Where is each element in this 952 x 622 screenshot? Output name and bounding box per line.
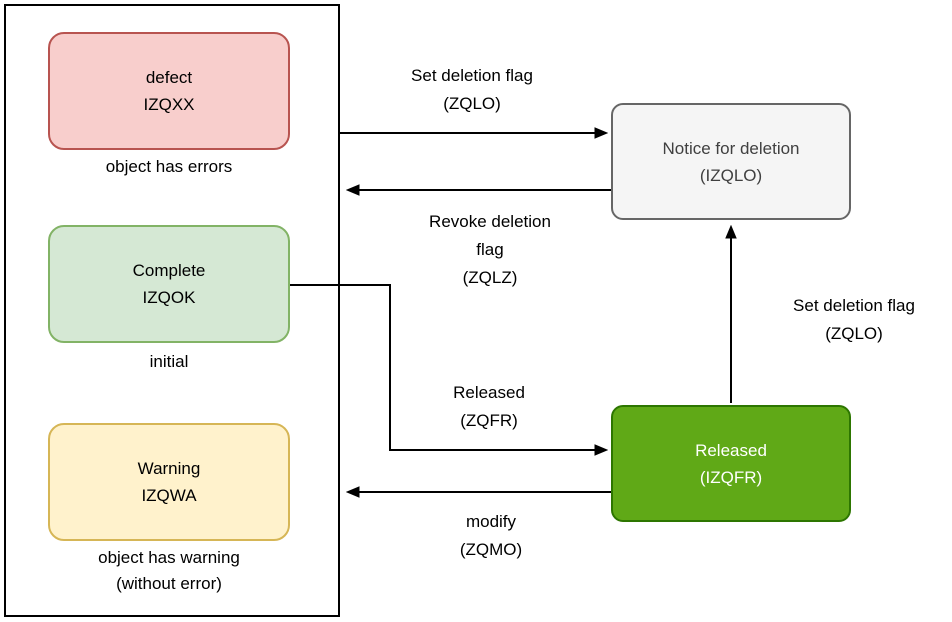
state-caption-warning-line1: object has warning [98,548,240,567]
edge-label-modify-line1: modify [465,512,517,531]
node-notice-code: (IZQLO) [699,165,763,185]
edge-label-modify-line2: (ZQMO) [459,540,523,559]
state-warning-code: IZQWA [141,486,197,505]
edge-label-set-deletion-flag-left: Set deletion flag (ZQLO) [411,62,533,118]
edge-label-revoke-line3: (ZQLZ) [462,268,518,287]
state-caption-complete-line1: initial [149,352,189,371]
edge-label-revoke-deletion-flag: Revoke deletion flag (ZQLZ) [429,208,551,292]
state-warning-title: Warning [137,459,201,478]
edge-label-set-deletion-flag-right: Set deletion flag (ZQLO) [793,292,915,348]
state-defect-title: defect [145,68,193,87]
state-complete-title: Complete [132,261,206,280]
node-released-code: (IZQFR) [699,467,763,487]
state-caption-warning: object has warning (without error) [98,545,240,597]
edge-label-revoke-line2: flag [476,240,504,259]
node-released-title: Released [695,440,767,460]
edge-label-set-deletion-flag-left-line2: (ZQLO) [443,94,501,113]
state-caption-defect-line1: object has errors [105,157,233,176]
edge-label-modify: modify (ZQMO) [459,508,523,564]
node-notice-title: Notice for deletion [662,138,800,158]
state-card-defect: defect IZQXX [48,32,290,150]
node-notice-for-deletion: Notice for deletion (IZQLO) [611,103,851,220]
state-caption-complete: initial [150,349,189,375]
state-defect-code: IZQXX [143,95,195,114]
edge-label-set-deletion-flag-left-line1: Set deletion flag [411,66,533,85]
edge-label-revoke-line1: Revoke deletion [429,212,551,231]
edge-label-set-deletion-flag-right-line1: Set deletion flag [793,296,915,315]
edge-label-released-transition: Released (ZQFR) [453,379,525,435]
state-card-complete: Complete IZQOK [48,225,290,343]
state-card-warning: Warning IZQWA [48,423,290,541]
edge-label-set-deletion-flag-right-line2: (ZQLO) [825,324,883,343]
state-complete-code: IZQOK [142,288,196,307]
node-released: Released (IZQFR) [611,405,851,522]
edge-label-released-line1: Released [453,383,525,402]
state-caption-defect: object has errors [106,154,233,180]
edge-label-released-line2: (ZQFR) [460,411,518,430]
state-caption-warning-line2: (without error) [116,574,222,593]
